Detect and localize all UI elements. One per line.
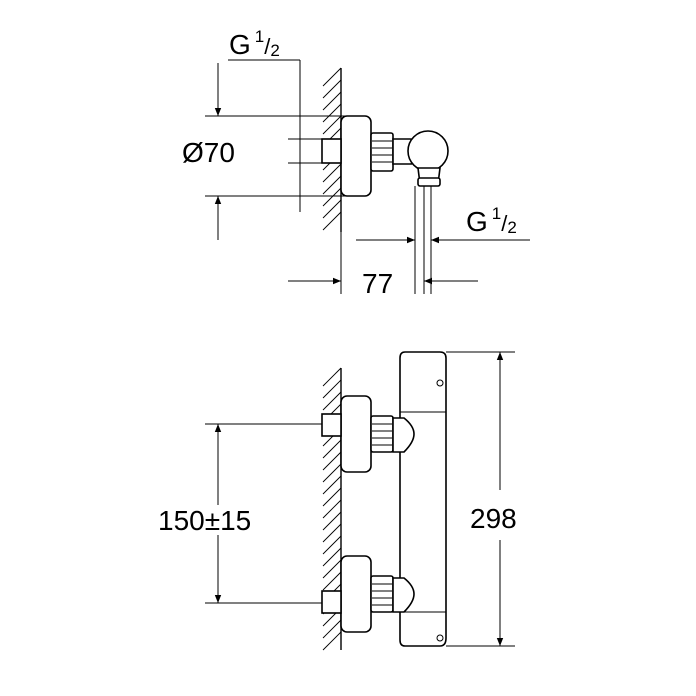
top-handle-marker: [436, 379, 444, 387]
hatch-stroke: [322, 523, 342, 543]
hatch-stroke: [322, 451, 342, 471]
hatch-stroke: [322, 619, 342, 639]
hatch-stroke: [322, 487, 342, 507]
hatch-stroke: [322, 475, 342, 495]
hatch-stroke: [322, 379, 342, 399]
lower-s-union: [392, 577, 415, 613]
hatch-stroke: [322, 511, 342, 531]
hatch-stroke: [322, 559, 342, 579]
hatch-stroke: [322, 79, 342, 99]
lower-pipe-stub: [321, 590, 342, 614]
lower-union-nut: [370, 575, 394, 613]
hatch-stroke: [322, 211, 342, 231]
union-nut: [370, 132, 394, 172]
lower-wall-flange: [340, 555, 372, 633]
diameter-label: Ø70: [182, 137, 235, 168]
upper-wall-flange: [340, 395, 372, 473]
projection-label: 77: [362, 268, 393, 299]
hatch-stroke: [322, 163, 342, 183]
hatch-stroke: [322, 103, 342, 123]
hatch-stroke: [322, 499, 342, 519]
supply-pipe-stub: [321, 138, 342, 164]
hatch-stroke: [322, 571, 342, 591]
hatch-stroke: [322, 175, 342, 195]
hatch-stroke: [322, 199, 342, 219]
hatch-stroke: [322, 463, 342, 483]
wall-hatch-top: [322, 67, 342, 231]
hatch-stroke: [322, 367, 342, 387]
bottom-handle-marker: [436, 634, 444, 642]
upper-union-nut: [370, 415, 394, 453]
wall-flange: [340, 115, 372, 197]
hatch-stroke: [322, 91, 342, 111]
upper-s-union: [392, 417, 415, 453]
hatch-stroke: [322, 67, 342, 87]
front-view: 150±15 298: [158, 351, 517, 651]
height-label: 298: [470, 503, 517, 534]
hatch-stroke: [322, 631, 342, 651]
hatch-stroke: [322, 187, 342, 207]
upper-pipe-stub: [321, 413, 342, 437]
hatch-stroke: [322, 115, 342, 135]
hatch-stroke: [322, 547, 342, 567]
mixer-body-section: [407, 130, 449, 172]
hatch-stroke: [322, 391, 342, 411]
hatch-stroke: [322, 439, 342, 459]
centres-label: 150±15: [158, 505, 251, 536]
hatch-stroke: [322, 535, 342, 555]
